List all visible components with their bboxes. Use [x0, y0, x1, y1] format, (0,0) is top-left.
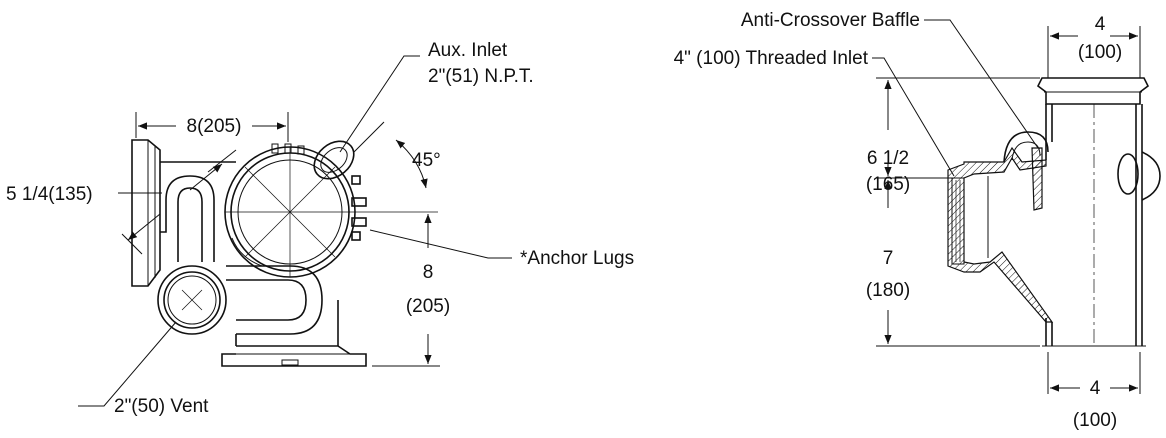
top-hub: [1036, 77, 1150, 105]
label-width-left: 8(205): [187, 116, 242, 137]
label-diagonal-left: 5 1/4(135): [6, 184, 93, 205]
outlet-flange: [131, 139, 161, 287]
label-top-width-b: (100): [1078, 42, 1122, 63]
leader-vent: 2"(50) Vent: [78, 321, 209, 417]
label-vent: 2"(50) Vent: [114, 396, 209, 417]
dim-bottom-width: 4 (100): [1047, 352, 1141, 431]
label-lower-height-a: 7: [883, 248, 894, 269]
main-body: [224, 146, 438, 278]
label-height-lower-a: 8: [423, 262, 434, 283]
leader-aux-inlet: Aux. Inlet 2"(51) N.P.T.: [339, 40, 534, 153]
leader-anchor-lugs: *Anchor Lugs: [369, 229, 634, 269]
dim-angle: 45°: [353, 121, 441, 189]
anchor-lugs: [351, 175, 367, 241]
plan-view: 8(205) 5 1/4(135) 45° 8 (205): [6, 40, 634, 417]
label-upper-height-b: (165): [866, 174, 910, 195]
label-lower-height-b: (180): [866, 280, 910, 301]
top-lugs: [271, 143, 305, 155]
vent-pipe: [157, 265, 227, 335]
label-aux-inlet-1: Aux. Inlet: [428, 40, 508, 61]
main-pipe: [1042, 104, 1161, 347]
label-bottom-width-a: 4: [1090, 378, 1101, 399]
right-passage: [226, 265, 323, 335]
dim-diagonal-left: 5 1/4(135): [6, 149, 237, 255]
left-passage: [160, 175, 215, 262]
leader-baffle: Anti-Crossover Baffle: [741, 10, 1039, 149]
label-top-width-a: 4: [1095, 14, 1106, 35]
dim-height-lower: 8 (205): [372, 214, 450, 367]
label-threaded-inlet: 4" (100) Threaded Inlet: [674, 48, 869, 69]
inlet-section: [947, 131, 1054, 323]
dim-top-width: 4 (100): [1047, 14, 1141, 78]
label-angle: 45°: [412, 150, 441, 171]
aux-inlet-boss: [313, 140, 355, 180]
base-flange: [221, 345, 367, 367]
label-anchor-lugs: *Anchor Lugs: [520, 248, 634, 269]
label-baffle: Anti-Crossover Baffle: [741, 10, 920, 31]
leader-threaded-inlet: 4" (100) Threaded Inlet: [674, 48, 955, 177]
dim-vertical-right: 6 1/2 (165) 7 (180): [866, 77, 1040, 347]
dim-width-left: 8(205): [135, 112, 289, 142]
section-view: 4 (100) 6 1/2 (165) 7 (180) 4 (100): [674, 10, 1161, 431]
label-height-lower-b: (205): [406, 296, 450, 317]
label-bottom-width-b: (100): [1073, 410, 1117, 431]
label-upper-height-a: 6 1/2: [867, 148, 909, 169]
label-aux-inlet-2: 2"(51) N.P.T.: [428, 66, 534, 87]
